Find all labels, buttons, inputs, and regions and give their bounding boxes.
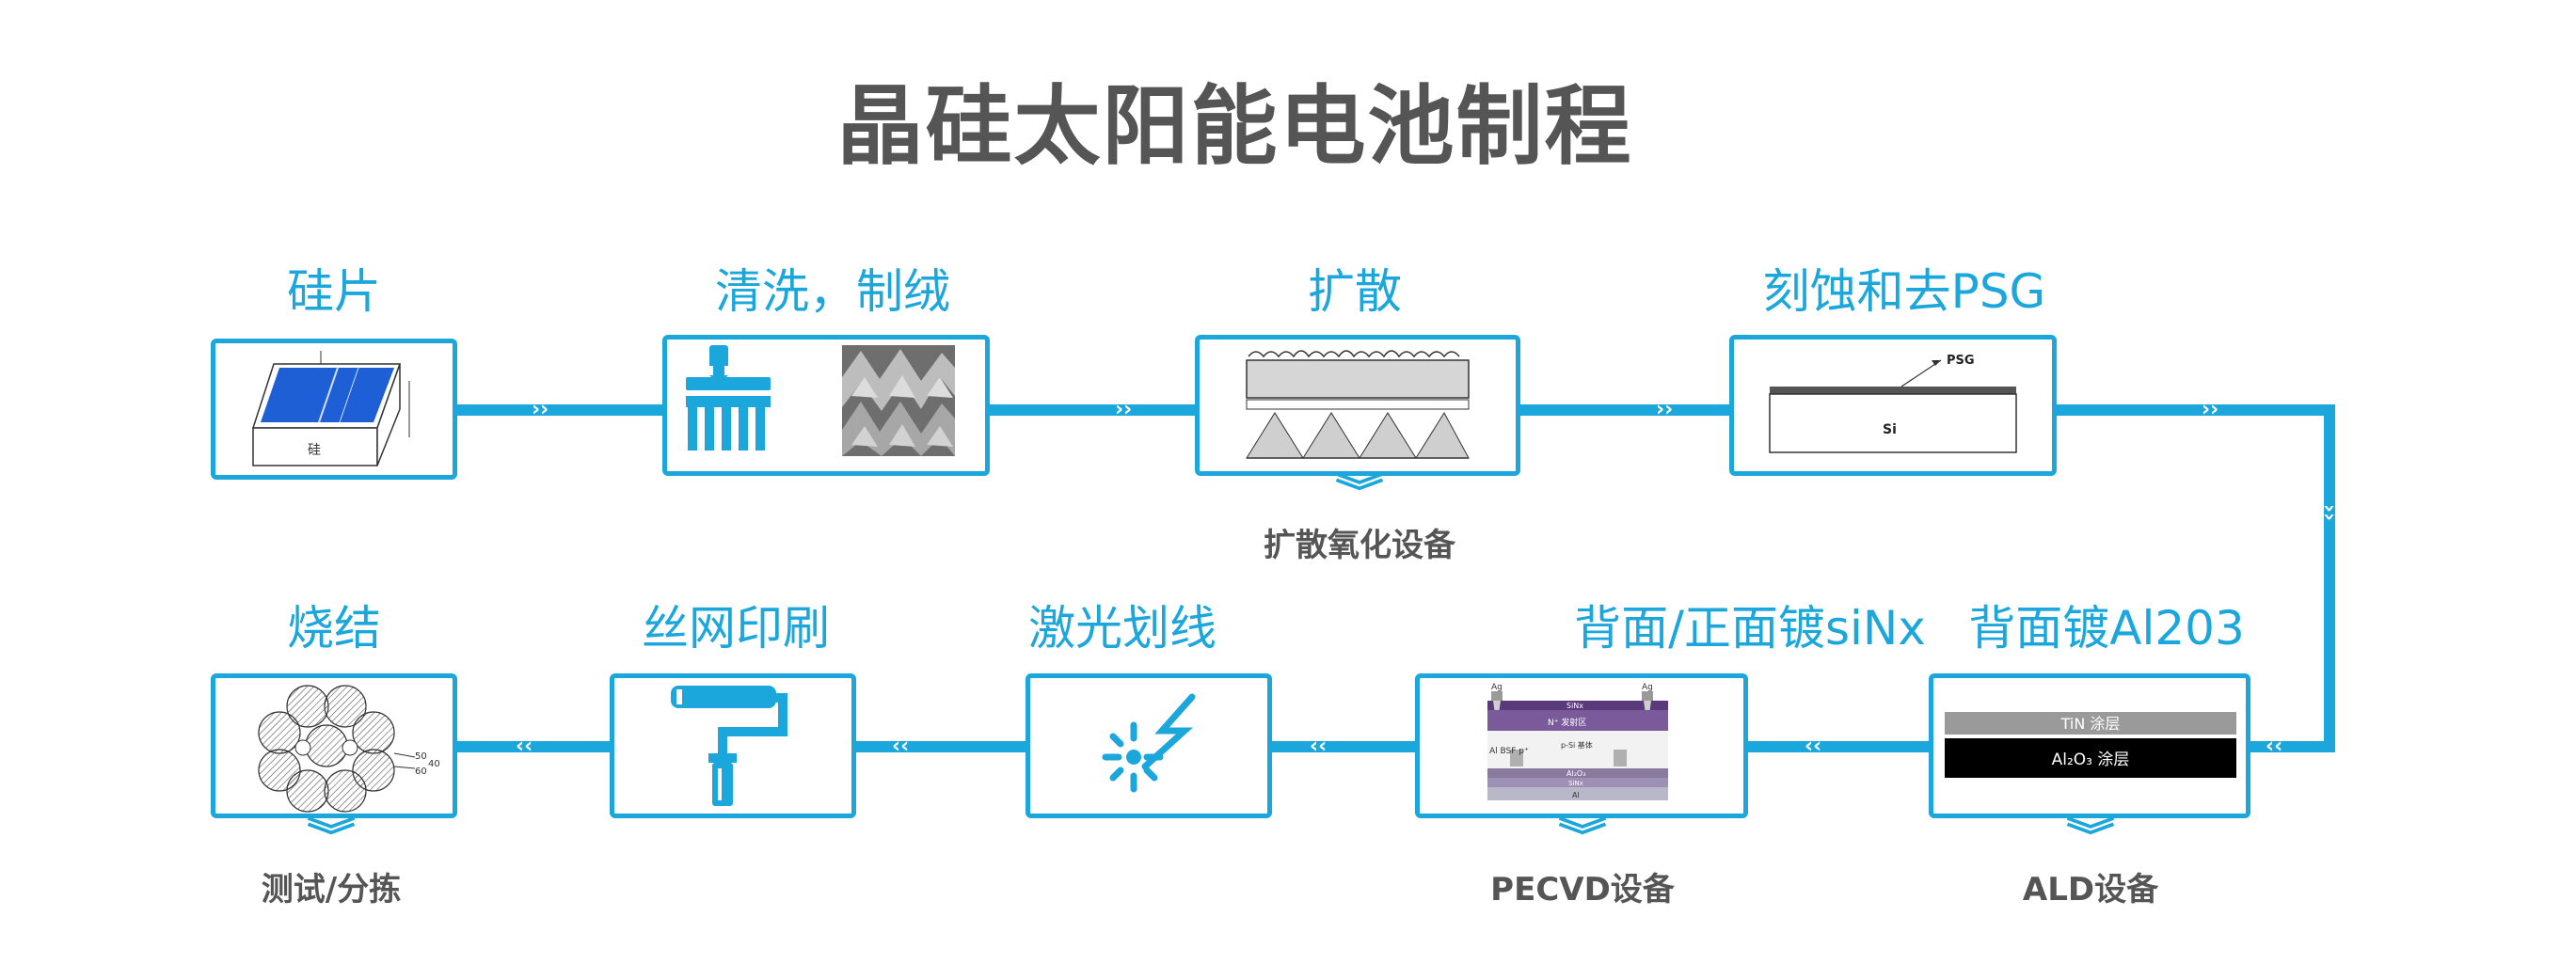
chevron-right-icon: ›› — [1656, 398, 1674, 421]
step-label-sintering: 烧结 — [287, 601, 381, 656]
paint-roller-icon — [671, 686, 787, 806]
pecvd-ag-2: Ag — [1642, 683, 1653, 692]
pecvd-n-emitter: N⁺ 发射区 — [1548, 717, 1586, 728]
wafer-illustration: 硅 — [251, 351, 410, 466]
pecvd-ag-1: Ag — [1491, 683, 1503, 692]
si-label: Si — [1883, 422, 1897, 437]
pecvd-al-bsf: Al BSF p⁺ — [1489, 747, 1529, 756]
chevron-down-icon: ︾ — [2066, 815, 2115, 859]
sinter-50: 50 — [415, 751, 427, 762]
psg-label: PSG — [1947, 354, 1975, 368]
laser-icon — [1102, 693, 1196, 793]
pecvd-sinx-back: SiNx — [1568, 780, 1583, 787]
connector-vertical — [2324, 404, 2335, 752]
connector — [2247, 741, 2335, 752]
step-label-wafer: 硅片 — [287, 264, 381, 319]
connector — [986, 404, 1201, 416]
cleaning-box — [662, 335, 990, 476]
chevron-left-icon: ‹‹ — [2266, 735, 2283, 758]
connector — [1268, 741, 1419, 752]
step-label-cleaning: 清洗，制绒 — [715, 264, 950, 319]
chevron-down-icon: ︾ — [1558, 815, 1607, 859]
brush-and-texture-illustration — [686, 345, 955, 456]
chevron-right-icon: ›› — [1115, 398, 1133, 421]
al2o3-layer-label: Al₂O₃ 涂层 — [2052, 751, 2130, 769]
step-label-laser-scribing: 激光划线 — [1028, 601, 1216, 656]
chevron-left-icon: ‹‹ — [516, 735, 533, 758]
chevron-down-icon: ›› — [2317, 503, 2342, 522]
equipment-test: ︾ 测试/分拣 — [96, 818, 566, 909]
brush-icon — [686, 345, 771, 450]
step-label-sinx-coating: 背面/正面镀siNx — [1574, 601, 1926, 656]
chevron-right-icon: ›› — [2202, 398, 2219, 421]
connector — [851, 741, 1030, 752]
sinter-40: 40 — [428, 759, 440, 769]
sintering-illustration: 50 40 60 — [258, 685, 440, 813]
equipment-pecvd-label: PECVD设备 — [1490, 871, 1675, 909]
sintering-box: 50 40 60 — [211, 673, 457, 818]
etching-illustration: PSG Si — [1769, 354, 2017, 453]
wafer-char: 硅 — [308, 443, 321, 458]
texture-sem-image — [842, 345, 955, 456]
equipment-test-label: 测试/分拣 — [261, 871, 402, 909]
pecvd-al: Al — [1572, 791, 1580, 799]
pecvd-p-si: p-Si 基体 — [1561, 740, 1593, 750]
pecvd-al2o3: Al₂O₃ — [1566, 769, 1585, 778]
equipment-pecvd: ︾ PECVD设备 — [1347, 818, 1818, 909]
etching-box: PSG Si — [1729, 335, 2057, 476]
chevron-left-icon: ‹‹ — [1805, 735, 1822, 758]
equipment-ald-label: ALD设备 — [2022, 871, 2159, 909]
step-label-etching: 刻蚀和去PSG — [1762, 264, 2046, 319]
connector — [453, 741, 613, 752]
equipment-diffusion-label: 扩散氧化设备 — [1264, 527, 1455, 564]
connector — [2051, 404, 2335, 416]
equipment-ald: ︾ ALD设备 — [1855, 818, 2326, 909]
chevron-left-icon: ‹‹ — [892, 735, 910, 758]
chevron-down-icon: ︾ — [1335, 471, 1384, 514]
step-label-diffusion: 扩散 — [1308, 264, 1402, 319]
equipment-diffusion: ︾ 扩散氧化设备 — [1124, 474, 1595, 565]
sinx-coating-box: Ag Ag SiNx N⁺ 发射区 Al BSF p⁺ p-Si 基体 Al₂O… — [1415, 673, 1748, 818]
connector — [453, 404, 666, 416]
laser-scribing-box — [1026, 673, 1272, 818]
screen-printing-box — [610, 673, 856, 818]
step-label-screen-printing: 丝网印刷 — [642, 601, 830, 656]
al2o3-coating-box: TiN 涂层 Al₂O₃ 涂层 — [1929, 673, 2250, 818]
chevron-down-icon: ︾ — [307, 815, 356, 859]
pecvd-cell-illustration: Ag Ag SiNx N⁺ 发射区 Al BSF p⁺ p-Si 基体 Al₂O… — [1487, 683, 1668, 800]
diffusion-box — [1195, 335, 1520, 476]
sinter-60: 60 — [415, 767, 427, 777]
connector — [1516, 404, 1734, 416]
tin-layer-label: TiN 涂层 — [2060, 715, 2121, 733]
diffusion-illustration — [1246, 350, 1470, 459]
diagram-title: 晶硅太阳能电池制程 — [836, 76, 1633, 177]
chevron-right-icon: ›› — [532, 398, 549, 421]
ald-layer-illustration: TiN 涂层 Al₂O₃ 涂层 — [1945, 712, 2236, 778]
connector — [1744, 741, 1938, 752]
wafer-box: 硅 — [211, 339, 457, 480]
step-label-al2o3-coating: 背面镀Al203 — [1968, 601, 2245, 656]
pecvd-sinx: SiNx — [1566, 702, 1583, 710]
chevron-left-icon: ‹‹ — [1310, 735, 1328, 758]
